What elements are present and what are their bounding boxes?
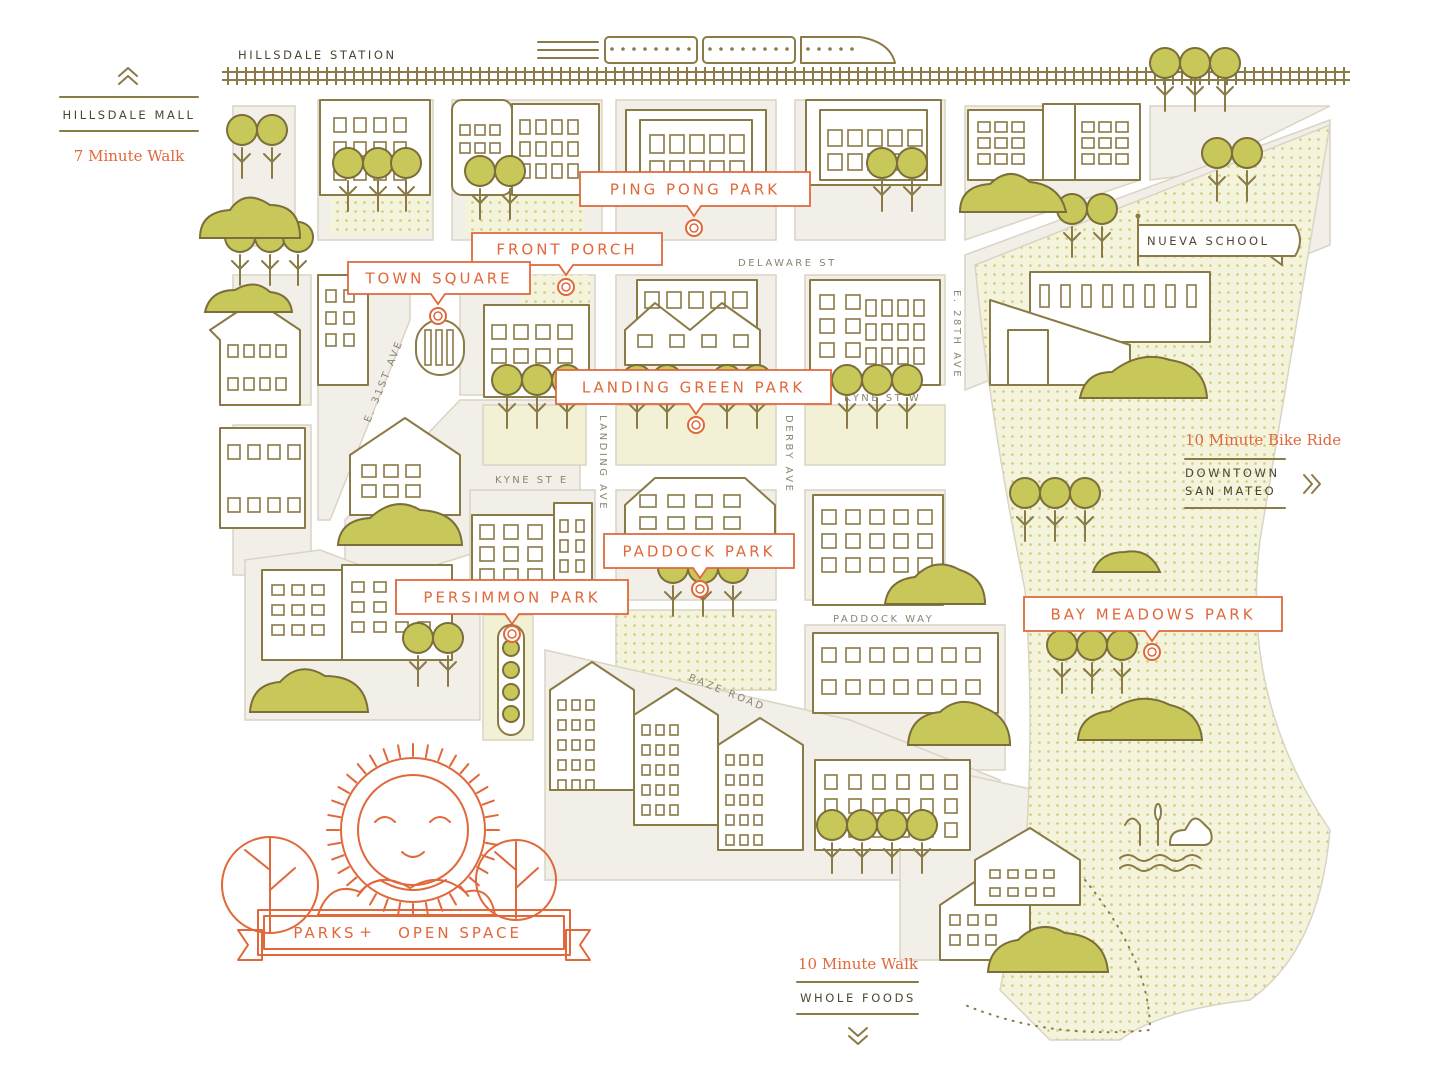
map-pin-icon: [691, 580, 709, 598]
destination-whole-foods[interactable]: 10 Minute Walk WHOLE FOODS: [796, 955, 919, 1045]
street-kyne-w: KYNE ST W: [844, 393, 921, 404]
park-name: PADDOCK PARK: [623, 543, 776, 561]
whole-foods-name: WHOLE FOODS: [800, 991, 916, 1005]
downtown-line2: SAN MATEO: [1185, 484, 1276, 498]
mall-name: HILLSDALE MALL: [62, 108, 195, 122]
park-name: PERSIMMON PARK: [423, 589, 600, 607]
map-pin-icon: [429, 307, 447, 325]
street-landing: LANDING AVE: [597, 415, 608, 511]
buildings: [209, 99, 1211, 961]
park-label-ping-pong[interactable]: PING PONG PARK: [579, 171, 811, 237]
mall-time: 7 Minute Walk: [74, 147, 185, 165]
downtown-line1: DOWNTOWN: [1185, 466, 1280, 480]
map-pin-icon: [685, 219, 703, 237]
park-name: PING PONG PARK: [610, 181, 780, 199]
street-delaware: DELAWARE ST: [738, 258, 837, 269]
park-name: TOWN SQUARE: [364, 270, 512, 288]
downtown-time: 10 Minute Bike Ride: [1185, 431, 1341, 449]
map-pin-icon: [503, 625, 521, 643]
bushes: [198, 173, 1209, 973]
chevron-right-icon: [1303, 474, 1321, 494]
chevron-up-icon: [118, 67, 138, 77]
parks-open-space-banner: PARKS + OPEN SPACE: [237, 909, 591, 961]
street-paddock: PADDOCK WAY: [833, 614, 934, 625]
school-label: NUEVA SCHOOL: [1147, 234, 1270, 248]
park-name: LANDING GREEN PARK: [582, 379, 805, 397]
map-pin-icon: [687, 416, 705, 434]
banner-right: OPEN SPACE: [398, 924, 522, 942]
park-label-bay-meadows[interactable]: BAY MEADOWS PARK: [1023, 596, 1283, 661]
flag-icon: [1135, 213, 1301, 266]
street-derby: DERBY AVE: [783, 415, 794, 493]
park-label-town-square[interactable]: TOWN SQUARE: [347, 261, 531, 325]
street-kyne-e: KYNE ST E: [495, 475, 569, 486]
sun-face-icon: [326, 743, 500, 917]
banner-left: PARKS: [293, 924, 356, 942]
park-label-paddock[interactable]: PADDOCK PARK: [603, 533, 795, 598]
park-name: FRONT PORCH: [496, 241, 637, 259]
park-label-persimmon[interactable]: PERSIMMON PARK: [395, 579, 629, 643]
destination-downtown[interactable]: 10 Minute Bike Ride DOWNTOWN SAN MATEO: [1184, 431, 1341, 509]
train-icon: [537, 36, 896, 64]
park-name: BAY MEADOWS PARK: [1050, 606, 1255, 624]
hillsdale-station-label: HILLSDALE STATION: [238, 48, 397, 62]
street-e28: E. 28TH AVE: [951, 290, 962, 379]
decorative-trees: [221, 836, 557, 934]
park-label-landing-green[interactable]: LANDING GREEN PARK: [555, 369, 832, 434]
chevron-down-icon: [848, 1027, 868, 1045]
destination-mall[interactable]: HILLSDALE MALL 7 Minute Walk: [59, 67, 199, 165]
map-pin-icon: [557, 278, 575, 296]
map-pin-icon: [1143, 643, 1161, 661]
whole-foods-time: 10 Minute Walk: [798, 955, 919, 973]
duck-icon: [1119, 803, 1213, 872]
banner-plus: +: [359, 923, 375, 941]
